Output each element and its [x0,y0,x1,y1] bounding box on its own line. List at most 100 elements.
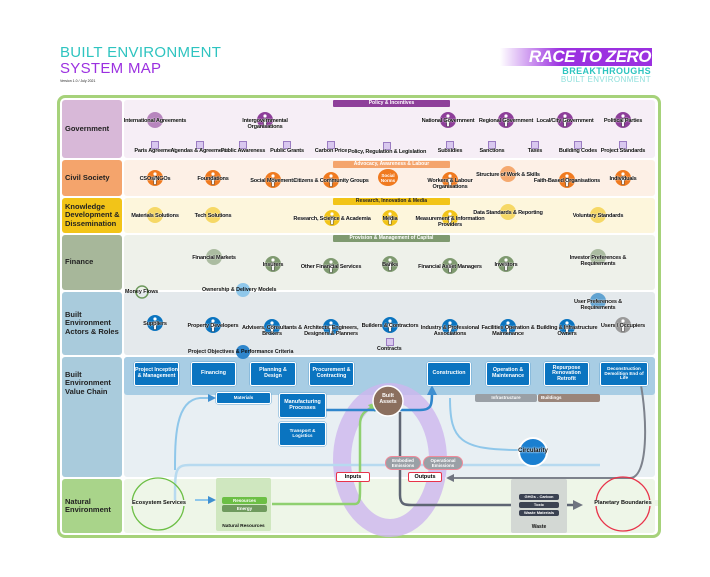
circularity-loop-arrow [173,463,600,501]
civil-society-node[interactable]: Faith-Based Organisations [533,178,601,184]
knowledge-node[interactable]: Tech Solutions [194,213,232,219]
government-actor-node[interactable]: International Agreements [123,118,187,124]
document-icon [531,141,539,149]
civil-society-node[interactable]: Foundations [197,176,229,182]
stage-operation[interactable]: Operation & Maintenance [486,362,530,386]
title-line-2: SYSTEM MAP [60,60,162,77]
policy-instrument-node[interactable]: Policy, Regulation & Legislation [347,149,427,155]
materials-box[interactable]: Materials [216,392,271,404]
banner-research: Research, Innovation & Media [333,198,450,205]
actor-node[interactable]: Architects, Engineers, Designers & Plann… [303,325,359,337]
stage-construction[interactable]: Construction [427,362,471,386]
person-icon [559,319,575,335]
actor-node[interactable]: Builders & Contractors [361,323,419,329]
knowledge-node[interactable]: Media [382,216,398,222]
built-assets-label: Built Assets [379,393,397,405]
civil-society-node[interactable]: Individuals [609,176,637,182]
stage-project-inception[interactable]: Project Inception & Management [134,362,179,386]
person-icon [500,319,516,335]
finance-node[interactable]: Other Financial Services [300,264,362,270]
document-icon [327,141,335,149]
buildings-bar: Buildings [538,394,600,402]
knowledge-node[interactable]: Materials Solutions [131,213,179,219]
actor-node[interactable]: Building & Infrastructure Owners [536,325,598,337]
person-icon [559,172,575,188]
policy-instrument-node[interactable]: Agendas & Agreements [170,148,230,154]
finance-node[interactable]: Investors [494,262,518,268]
person-icon [324,210,340,226]
waste-materials-pill: Waste Materials [519,510,559,516]
government-actor-node[interactable]: Intergovernmental Organisations [242,118,288,130]
government-actor-node[interactable]: Regional Government [478,118,534,124]
policy-instrument-node[interactable]: Sanctions [479,148,505,154]
banner-capital: Provision & Management of Capital [333,235,450,242]
row-label-value-chain: Built Environment Value Chain [62,357,122,477]
built-assets-circle [372,385,404,417]
policy-instrument-node[interactable]: Paris Agreement [134,148,176,154]
user-preferences-node[interactable]: User Preferences & Requirements [573,299,623,311]
outputs-label: Outputs [408,472,442,482]
finance-node[interactable]: Banks [382,262,398,268]
government-actor-node[interactable]: National Government [421,118,475,124]
policy-instrument-node[interactable]: Carbon Price [314,148,348,154]
person-icon [382,256,398,272]
actor-node[interactable]: Facilities Operation & Maintenance [481,325,535,337]
actor-node[interactable]: Industry & Professional Associations [420,325,480,337]
person-icon [382,210,398,226]
manufacturing-box[interactable]: Manufacturing Processes [279,393,326,418]
person-icon [498,112,514,128]
document-icon [446,141,454,149]
policy-instrument-node[interactable]: Subsidies [437,148,463,154]
waste-label: Waste [531,524,547,530]
person-icon [323,319,339,335]
stage-financing[interactable]: Financing [191,362,236,386]
circle-icon [206,249,222,265]
policy-instrument-node[interactable]: Public Grants [270,148,304,154]
actor-node[interactable]: Suppliers [143,321,167,327]
government-actor-node[interactable]: Political Parties [603,118,643,124]
ecosystem-services-label: Ecosystem Services [128,500,190,506]
stage-deconstruction[interactable]: Deconstruction Demolition End of Life [600,362,648,386]
circle-icon [500,204,516,220]
knowledge-node[interactable]: Measurement & Information Providers [415,216,485,228]
social-norms-badge: Social Norms [378,169,398,186]
actor-node[interactable]: Property Developers [187,323,239,329]
policy-instrument-node[interactable]: Taxes [527,148,543,154]
civil-society-node[interactable]: Citizens & Community Groups [293,178,369,184]
finance-node[interactable]: Financial Asset Managers [418,264,482,270]
natural-resources-box [216,478,271,531]
finance-node[interactable]: Insurers [262,262,284,268]
actor-node[interactable]: Advisers, Consultants & Brokers [241,325,303,337]
row-label-civil-society: Civil Society [62,160,122,196]
civil-society-node[interactable]: Structure of Work & Skills [476,172,540,178]
inputs-label: Inputs [336,472,370,482]
ownership-models-icon [236,283,250,297]
person-icon [557,112,573,128]
document-icon [283,141,291,149]
stage-procurement[interactable]: Procurement & Contracting [309,362,354,386]
policy-instrument-node[interactable]: Building Codes [558,148,598,154]
civil-society-node[interactable]: CSOs/NGOs [139,176,171,182]
knowledge-node[interactable]: Research, Science & Academia [293,216,371,222]
policy-instrument-node[interactable]: Project Standards [600,148,646,154]
civil-society-node[interactable]: Workers & Labour Organisations [427,178,473,190]
banner-advocacy: Advocacy, Awareness & Labour [333,161,450,168]
finance-node[interactable]: Financial Markets [192,255,236,261]
government-actor-node[interactable]: Local/City Government [536,118,594,124]
person-icon [442,172,458,188]
knowledge-node[interactable]: Data Standards & Reporting [473,210,543,216]
policy-instrument-node[interactable]: Public Awareness [220,148,266,154]
person-icon [265,256,281,272]
banner-policy-incentives: Policy & Incentives [333,100,450,107]
actor-node[interactable]: Users / Occupiers [600,323,646,329]
stage-planning-design[interactable]: Planning & Design [250,362,296,386]
person-icon [264,319,280,335]
transport-box[interactable]: Transport & Logistics [279,422,326,446]
person-icon [205,317,221,333]
waste-to-planetary-arrow [398,412,583,510]
person-icon [615,317,631,333]
knowledge-node[interactable]: Voluntary Standards [572,213,624,219]
civil-society-node[interactable]: Social Movements [250,178,296,184]
stage-repurpose[interactable]: Repurpose Renovation Retrofit [544,362,589,386]
finance-node[interactable]: Investor Preferences & Requirements [569,255,627,267]
